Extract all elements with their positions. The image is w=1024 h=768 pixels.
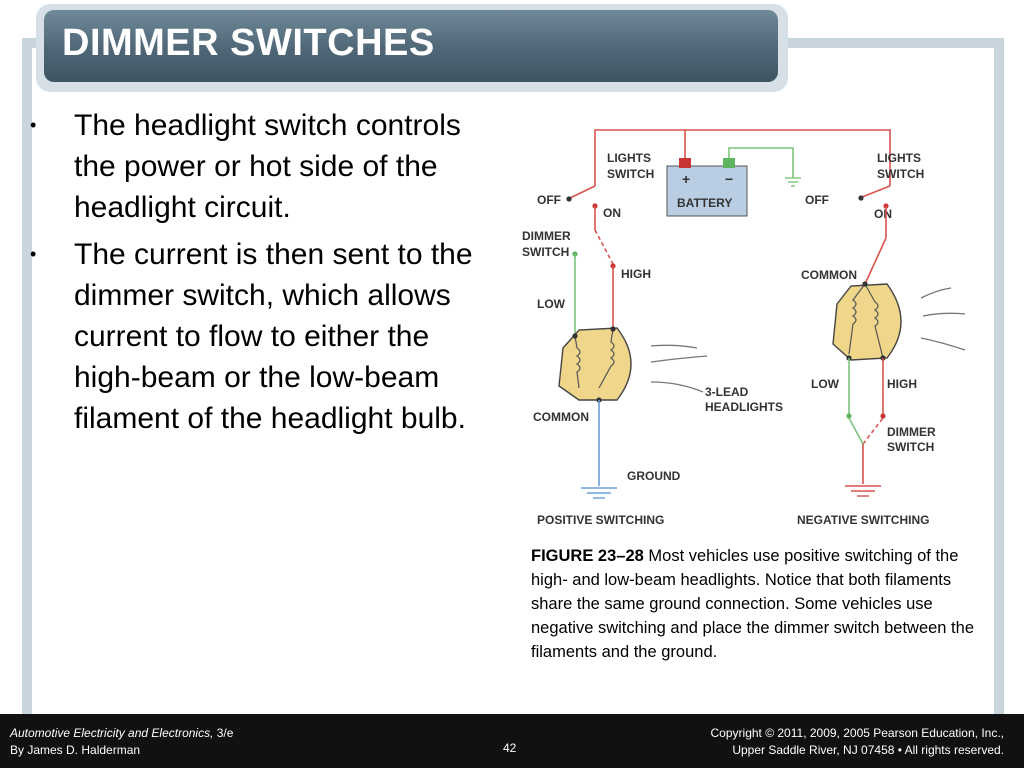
left-dimmer-label-line2: SWITCH bbox=[522, 245, 569, 259]
three-lead-label-line2: HEADLIGHTS bbox=[705, 400, 783, 414]
bullet-dot: • bbox=[30, 244, 37, 264]
left-lights-switch-label-line1: LIGHTS bbox=[607, 151, 651, 165]
right-dimmer-label-line2: SWITCH bbox=[887, 440, 934, 454]
footer-book-info: Automotive Electricity and Electronics, … bbox=[10, 725, 233, 759]
left-low-filament bbox=[574, 335, 581, 389]
bullet-item: • The headlight switch controls the powe… bbox=[28, 105, 498, 228]
battery-negative-terminal bbox=[723, 158, 735, 168]
positive-switching-label: POSITIVE SWITCHING bbox=[537, 513, 664, 527]
figure-caption-label: FIGURE 23–28 bbox=[531, 547, 644, 565]
right-low-filament bbox=[848, 283, 866, 355]
right-ground-symbol bbox=[845, 485, 881, 497]
left-lights-switch-lever bbox=[569, 185, 596, 199]
right-on-label: ON bbox=[874, 207, 892, 221]
footer-page-number: 42 bbox=[503, 741, 517, 755]
right-dimmer-high-contact bbox=[880, 413, 886, 419]
left-off-contact bbox=[566, 196, 572, 202]
battery-plus-label: + bbox=[682, 171, 690, 187]
right-low-terminal bbox=[846, 355, 852, 361]
power-wire-top bbox=[594, 129, 891, 186]
footer-copyright-line2: Upper Saddle River, NJ 07458 • All right… bbox=[732, 743, 1004, 757]
right-dimmer-lever-low bbox=[848, 417, 864, 445]
left-lights-switch-label-line2: SWITCH bbox=[607, 167, 654, 181]
left-ground-symbol bbox=[581, 487, 617, 499]
left-dimmer-high-contact bbox=[610, 263, 616, 269]
bullet-item: • The current is then sent to the dimmer… bbox=[28, 234, 498, 439]
left-ground-label: GROUND bbox=[627, 469, 681, 483]
figure-caption-text: Most vehicles use positive switching of … bbox=[531, 547, 974, 661]
right-off-contact bbox=[858, 195, 864, 201]
right-dimmer-label-line1: DIMMER bbox=[887, 425, 936, 439]
right-dimmer-low-contact bbox=[846, 413, 852, 419]
battery-box bbox=[666, 165, 748, 217]
left-high-terminal bbox=[610, 326, 616, 332]
left-low-label: LOW bbox=[537, 297, 566, 311]
left-headlight-bulb bbox=[558, 327, 632, 401]
battery-label: BATTERY bbox=[677, 196, 732, 210]
right-lights-switch-label-line1: LIGHTS bbox=[877, 151, 921, 165]
left-dimmer-label-line1: DIMMER bbox=[522, 229, 571, 243]
headlight-circuit-diagram: + − BATTERY LIGHTS SWITCH OFF ON DIMMER … bbox=[522, 129, 966, 527]
bullet-text: The headlight switch controls the power … bbox=[74, 109, 461, 224]
slide-frame-left bbox=[22, 38, 32, 714]
right-dimmer-lever bbox=[862, 417, 884, 445]
right-feed-wire-to-common bbox=[864, 237, 887, 285]
battery-negative-wire bbox=[728, 147, 794, 178]
slide-title: DIMMER SWITCHES bbox=[62, 22, 435, 64]
slide-footer: Automotive Electricity and Electronics, … bbox=[0, 714, 1024, 768]
bullet-text: The current is then sent to the dimmer s… bbox=[74, 238, 473, 435]
right-high-label: HIGH bbox=[887, 377, 917, 391]
right-common-label: COMMON bbox=[801, 268, 857, 282]
right-light-rays bbox=[920, 287, 966, 351]
left-off-label: OFF bbox=[537, 193, 561, 207]
three-lead-label-line1: 3-LEAD bbox=[705, 385, 749, 399]
right-lights-switch-lever bbox=[861, 185, 891, 198]
battery-ground-symbol bbox=[785, 177, 801, 187]
footer-copyright-line1: Copyright © 2011, 2009, 2005 Pearson Edu… bbox=[710, 726, 1004, 740]
right-headlight-bulb bbox=[832, 283, 902, 361]
right-off-label: OFF bbox=[805, 193, 829, 207]
right-lights-switch-label-line2: SWITCH bbox=[877, 167, 924, 181]
negative-switching-label: NEGATIVE SWITCHING bbox=[797, 513, 929, 527]
left-high-label: HIGH bbox=[621, 267, 651, 281]
left-common-label: COMMON bbox=[533, 410, 589, 424]
slide-frame-right bbox=[994, 38, 1004, 714]
left-low-terminal bbox=[572, 333, 578, 339]
left-dimmer-lever bbox=[594, 229, 614, 265]
left-high-filament bbox=[598, 328, 615, 389]
battery-minus-label: − bbox=[725, 171, 733, 187]
left-on-label: ON bbox=[603, 206, 621, 220]
figure-caption: FIGURE 23–28 Most vehicles use positive … bbox=[531, 544, 976, 664]
bullet-list: • The headlight switch controls the powe… bbox=[28, 105, 498, 445]
footer-book-title: Automotive Electricity and Electronics, bbox=[10, 726, 214, 740]
bullet-dot: • bbox=[30, 115, 37, 135]
title-bar bbox=[44, 10, 778, 82]
right-common-terminal bbox=[862, 281, 868, 287]
right-high-terminal bbox=[880, 355, 886, 361]
right-low-label: LOW bbox=[811, 377, 840, 391]
left-light-rays bbox=[650, 344, 708, 393]
footer-author: By James D. Halderman bbox=[10, 743, 141, 757]
battery-positive-terminal bbox=[679, 158, 691, 168]
footer-edition: 3/e bbox=[213, 726, 234, 740]
footer-copyright: Copyright © 2011, 2009, 2005 Pearson Edu… bbox=[711, 725, 1004, 759]
right-high-filament bbox=[864, 283, 884, 359]
